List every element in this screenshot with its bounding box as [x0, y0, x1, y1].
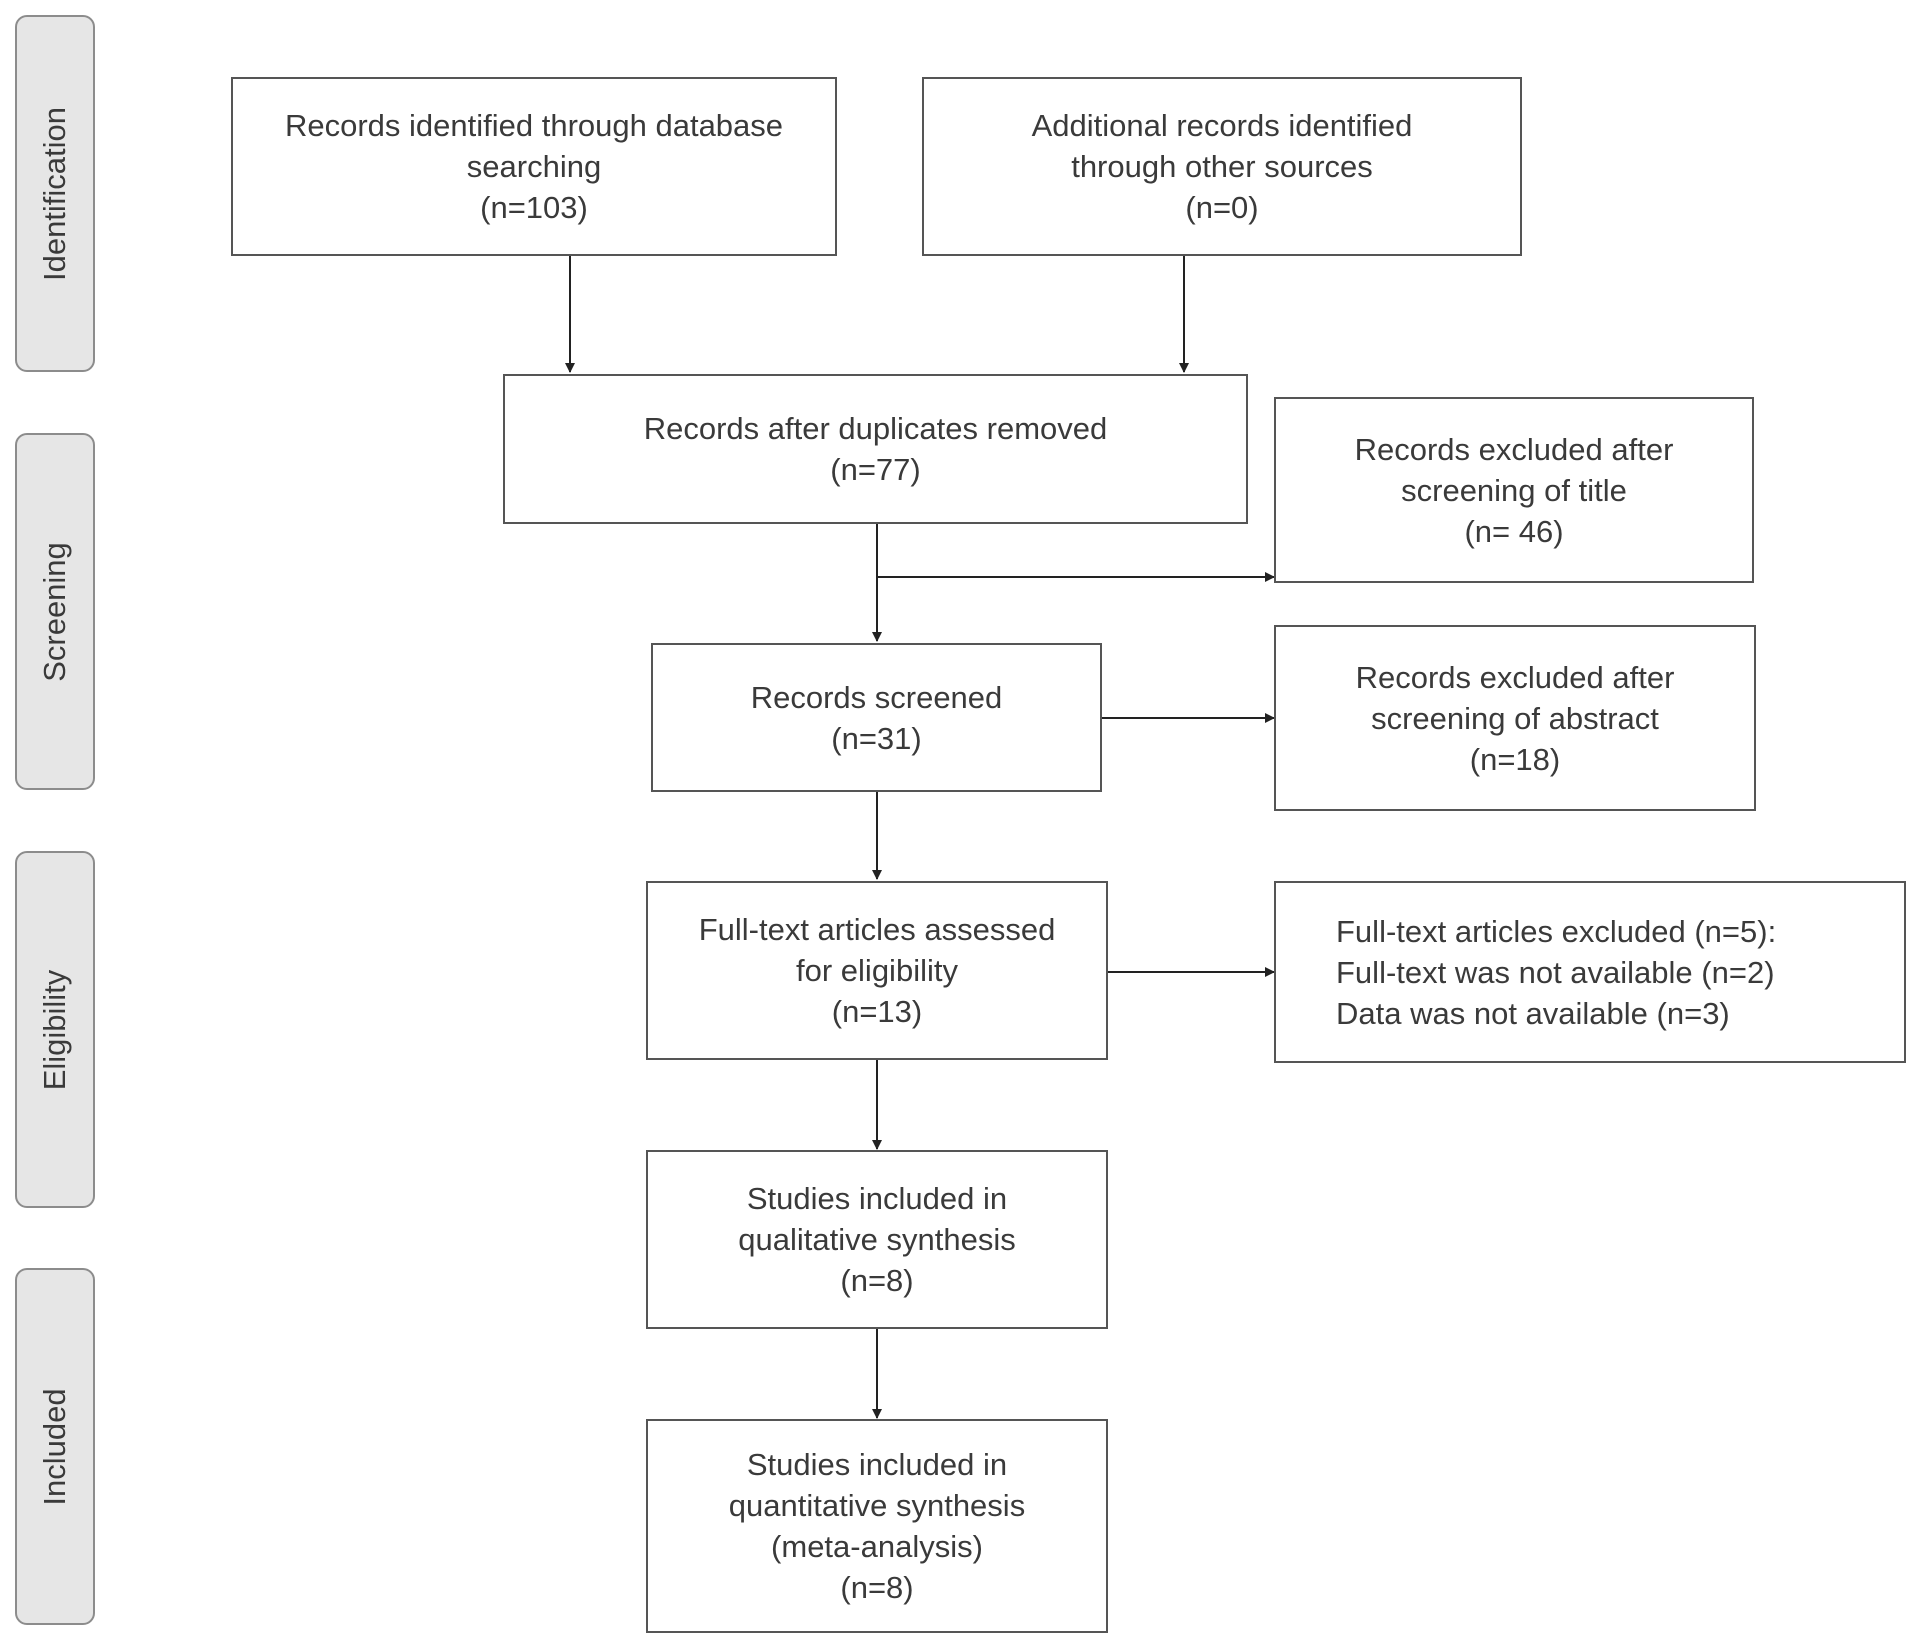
box-duplicates-removed-line-1: Records after duplicates removed: [643, 411, 1108, 446]
box-quantitative-synthesis-line-1: Studies included in: [746, 1447, 1008, 1482]
box-database-search-line-1: Records identified through database: [284, 108, 784, 143]
box-excluded-abstract-line-3: (n=18): [1469, 741, 1561, 777]
stage-tab-included: Included: [15, 1268, 95, 1625]
box-quantitative-synthesis: Studies included in quantitative synthes…: [646, 1419, 1108, 1633]
box-quantitative-synthesis-line-4: (n=8): [840, 1570, 914, 1605]
box-qualitative-synthesis: Studies included in qualitative synthesi…: [646, 1150, 1108, 1329]
box-excluded-title-line-3: (n= 46): [1464, 513, 1564, 549]
box-records-screened-line-1: Records screened: [750, 679, 1003, 715]
box-quantitative-synthesis-line-2: quantitative synthesis: [728, 1488, 1026, 1523]
box-duplicates-removed: Records after duplicates removed (n=77): [503, 374, 1248, 524]
box-fulltext-excluded-line-2: Full-text was not available (n=2): [1336, 954, 1775, 990]
box-qualitative-synthesis-line-1: Studies included in: [746, 1181, 1008, 1216]
box-database-search: Records identified through database sear…: [231, 77, 837, 256]
box-duplicates-removed-line-2: (n=77): [830, 452, 921, 487]
box-records-screened-line-2: (n=31): [831, 720, 922, 756]
box-fulltext-excluded-line-1: Full-text articles excluded (n=5):: [1336, 913, 1777, 949]
stage-tab-identification: Identification: [15, 15, 95, 372]
box-fulltext-assessed-line-3: (n=13): [831, 994, 923, 1029]
box-excluded-title-line-1: Records excluded after: [1354, 431, 1674, 467]
box-excluded-title: Records excluded after screening of titl…: [1274, 397, 1754, 583]
box-qualitative-synthesis-line-3: (n=8): [840, 1263, 914, 1298]
box-qualitative-synthesis-line-2: qualitative synthesis: [738, 1222, 1016, 1257]
stage-tab-eligibility: Eligibility: [15, 851, 95, 1208]
box-quantitative-synthesis-line-3: (meta-analysis): [771, 1529, 983, 1564]
box-other-sources-line-1: Additional records identified: [1031, 108, 1413, 143]
box-excluded-abstract-line-2: screening of abstract: [1371, 700, 1659, 736]
stage-tab-screening: Screening: [15, 433, 95, 790]
box-excluded-title-line-2: screening of title: [1401, 472, 1627, 508]
box-fulltext-assessed-line-1: Full-text articles assessed: [698, 912, 1056, 947]
box-database-search-line-3: (n=103): [480, 190, 588, 225]
box-fulltext-assessed: Full-text articles assessed for eligibil…: [646, 881, 1108, 1060]
box-excluded-abstract: Records excluded after screening of abst…: [1274, 625, 1756, 811]
box-fulltext-excluded-line-3: Data was not available (n=3): [1336, 995, 1730, 1031]
box-other-sources-line-2: through other sources: [1071, 149, 1373, 184]
box-excluded-abstract-line-1: Records excluded after: [1355, 659, 1675, 695]
box-database-search-line-2: searching: [466, 149, 602, 184]
box-other-sources: Additional records identified through ot…: [922, 77, 1522, 256]
box-fulltext-assessed-line-2: for eligibility: [796, 953, 958, 988]
box-records-screened: Records screened (n=31): [651, 643, 1102, 792]
box-fulltext-excluded: Full-text articles excluded (n=5): Full-…: [1274, 881, 1906, 1063]
box-other-sources-line-3: (n=0): [1185, 190, 1259, 225]
